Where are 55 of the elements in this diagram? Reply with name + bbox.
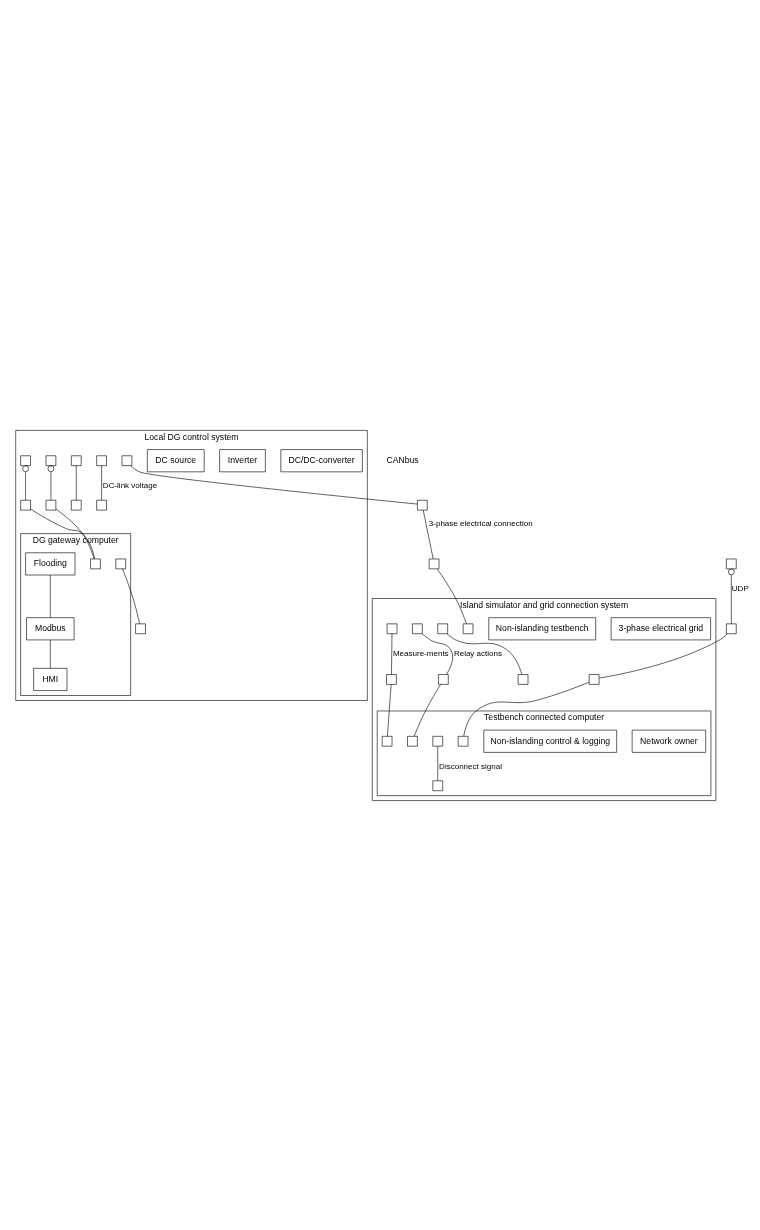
node-box (588, 673, 600, 685)
node-box (517, 673, 529, 685)
connector (446, 633, 523, 675)
connector (391, 633, 393, 675)
node-box (457, 735, 469, 746)
connector (728, 568, 735, 624)
connector (22, 464, 29, 500)
node-box (90, 558, 101, 569)
node-box (386, 623, 398, 634)
connector (55, 508, 95, 559)
node-box (438, 673, 449, 685)
node-box (412, 623, 423, 634)
node-box (115, 558, 126, 569)
node-box (71, 499, 82, 510)
connector (47, 464, 55, 500)
node-box (432, 780, 444, 791)
node-box: Modbus (26, 616, 75, 640)
node-box (96, 499, 107, 510)
node-box (386, 673, 397, 685)
node-box: DC/DC-converter (280, 448, 363, 472)
connector (30, 508, 95, 559)
node-box: 3-phase electrical grid (610, 616, 711, 640)
connector (122, 568, 140, 624)
node-box (407, 735, 418, 746)
node-box (96, 454, 107, 466)
node-box (135, 623, 146, 634)
node-box: DC source (147, 448, 205, 472)
connector (463, 681, 590, 737)
node-box (45, 454, 57, 466)
node-box: Non-islanding testbench (488, 616, 596, 640)
connector (413, 683, 441, 736)
node-box: Network owner (631, 729, 706, 753)
connector (436, 568, 467, 624)
node-box (20, 454, 31, 466)
node-box (381, 735, 393, 746)
node-box: Inverter (219, 448, 266, 472)
node-box: HMI (33, 667, 68, 691)
connector (421, 632, 453, 675)
node-box (428, 558, 440, 569)
node-box (437, 623, 448, 634)
node-box (417, 499, 428, 510)
node-box (462, 623, 474, 634)
connector (50, 574, 51, 618)
node-box (45, 499, 57, 510)
node-box (121, 454, 133, 466)
label: CANbus (386, 454, 419, 465)
node-box (726, 623, 737, 634)
connector (598, 632, 728, 678)
node-box (432, 735, 444, 746)
node-box (71, 454, 82, 466)
connector (130, 464, 418, 504)
node-box (20, 499, 31, 510)
node-box (726, 558, 737, 569)
node-box: Non-islanding control & logging (483, 729, 617, 753)
node-box: Flooding (25, 551, 76, 575)
